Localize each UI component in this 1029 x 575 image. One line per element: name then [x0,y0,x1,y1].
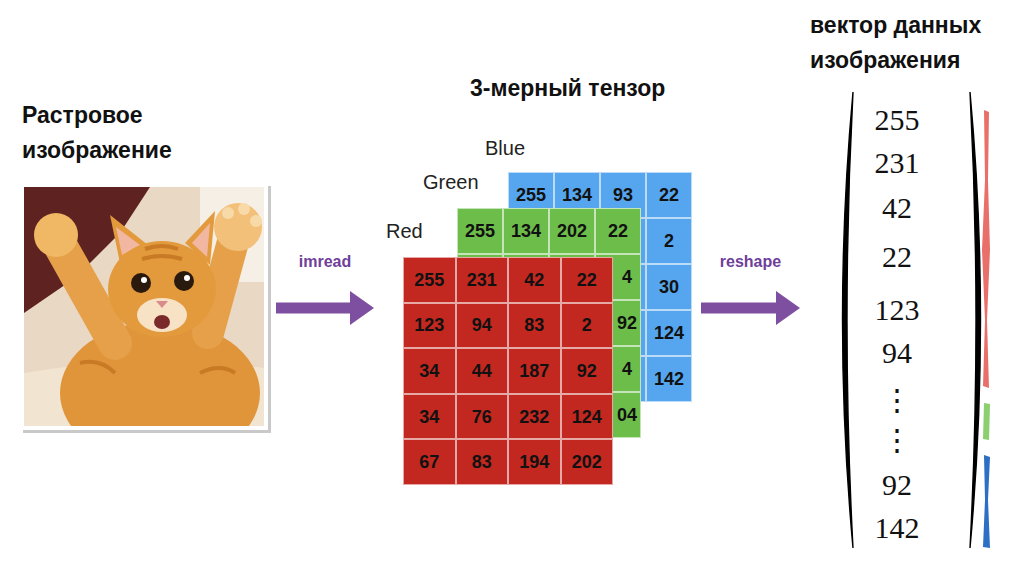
arrow-shaft [701,303,776,314]
table-cell: 231 [456,257,509,303]
table-cell: 42 [508,257,561,303]
table-cell: 4 [613,254,641,300]
table-cell: 187 [508,348,561,394]
vector-entry: 42 [837,191,957,225]
table-cell: 22 [646,172,692,218]
eye-highlight [141,277,147,283]
table-cell: 123 [403,303,456,349]
block-heading: 3-мерный тензор [470,71,665,106]
vector-entry: 142 [837,511,957,545]
vector-entry: ⋮ [837,383,957,417]
table-cell: 83 [508,303,561,349]
table-cell: 92 [613,300,641,346]
table-cell: 2 [646,218,692,264]
arrow-head [350,291,374,325]
layer-label: Blue [485,136,525,160]
cat-eye [131,273,151,293]
table-cell: 44 [456,348,509,394]
table-cell: 34 [403,348,456,394]
table-cell: 94 [456,303,509,349]
table-cell: 22 [595,208,641,254]
edge-label: reshape [718,252,783,272]
cat-stripes [80,246,235,373]
block-heading: вектор данных изображения [810,8,1002,78]
table-cell: 202 [561,439,614,485]
flow-arrow [701,291,800,325]
table-cell: 2 [561,303,614,349]
arrow-head [776,291,800,325]
cat-toe [222,207,234,219]
edge-label: imread [297,252,353,272]
table-cell: 134 [503,208,549,254]
table-cell: 30 [646,264,692,310]
table-cell: 202 [549,208,595,254]
table-cell: 22 [561,257,614,303]
table-cell: 194 [508,439,561,485]
cat-toe [238,203,250,215]
cat-muzzle [137,298,187,332]
vector-entry: 94 [837,336,957,370]
vector-entry: 255 [837,103,957,137]
cat-left-paw [34,213,78,257]
flow-arrow [276,291,374,325]
table-cell: 255 [457,208,503,254]
right-parenthesis [970,92,981,548]
red-channel-bar [982,110,990,388]
table-cell: 142 [646,356,692,402]
table-cell: 67 [403,439,456,485]
left-parenthesis [843,92,854,548]
table-cell: 92 [561,348,614,394]
cat-nose [156,301,168,308]
cat-photo [20,183,271,465]
table-cell: 232 [508,394,561,440]
cat-left-arm [60,245,115,343]
table-cell: 255 [403,257,456,303]
table-cell: 04 [613,392,641,438]
green-channel-bar [983,403,990,440]
cat-toe [250,215,262,227]
image-block: Растровое изображение [18,96,270,432]
cat-eye [174,271,194,291]
table-cell: 83 [456,439,509,485]
block-heading: Растровое изображение [22,98,232,168]
cat-mouth [154,315,170,329]
arrow-shaft [276,303,350,314]
vector-entry: 123 [837,293,957,327]
tensor-group: 3-мерный тензорBlue2551349322230124142Gr… [380,66,695,490]
layer-label: Green [423,170,479,194]
table-cell: 76 [456,394,509,440]
vector-entry: ⋮ [837,423,957,457]
table-cell: 124 [561,394,614,440]
vector-entry: 92 [837,468,957,502]
cat-right-paw [214,203,262,251]
vector-block: вектор данных изображения 255 231 42 22 123 94… [806,6,1004,556]
layer-label: Red [386,219,423,243]
eye-highlight [184,275,190,281]
vector-entry: 231 [837,146,957,180]
channel-layer: Red2552314222123948323444187923476232124… [403,257,613,485]
table-cell: 34 [403,394,456,440]
table-cell: 124 [646,310,692,356]
blue-channel-bar [983,455,990,548]
table-cell: 4 [613,346,641,392]
vector-entry: 22 [837,240,957,274]
